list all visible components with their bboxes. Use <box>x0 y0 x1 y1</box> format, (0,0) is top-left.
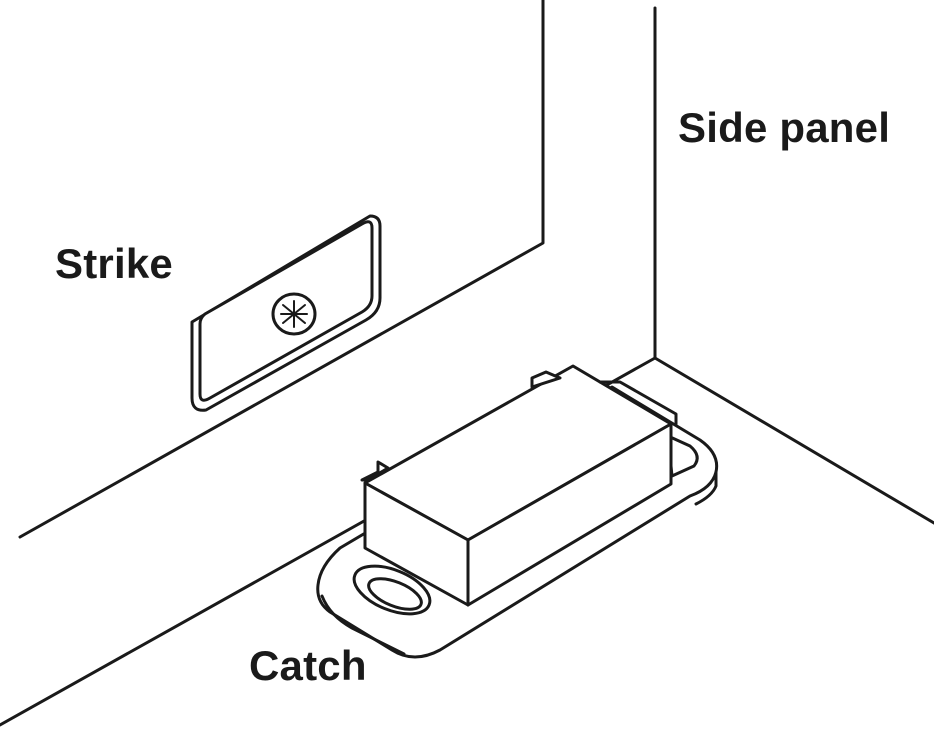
front-mounting-slot <box>352 564 432 616</box>
catch-top-lip-right <box>530 370 562 389</box>
rear-mounting-slot <box>666 434 699 478</box>
catch-top-lip-left <box>360 460 390 482</box>
strike-label: Strike <box>55 240 173 287</box>
catch-label: Catch <box>249 642 367 689</box>
screw-cross-icon <box>280 300 308 328</box>
side-panel-label: Side panel <box>678 104 891 151</box>
catch-base-thickness <box>320 594 406 656</box>
catch-rear-lip <box>598 380 678 426</box>
catch-base-thickness-right <box>694 470 718 506</box>
catch <box>316 364 719 659</box>
front-slot-inner <box>367 577 423 611</box>
back-wall-edge <box>18 0 545 539</box>
strike-plate <box>190 214 382 412</box>
catch-housing-side <box>466 422 673 607</box>
